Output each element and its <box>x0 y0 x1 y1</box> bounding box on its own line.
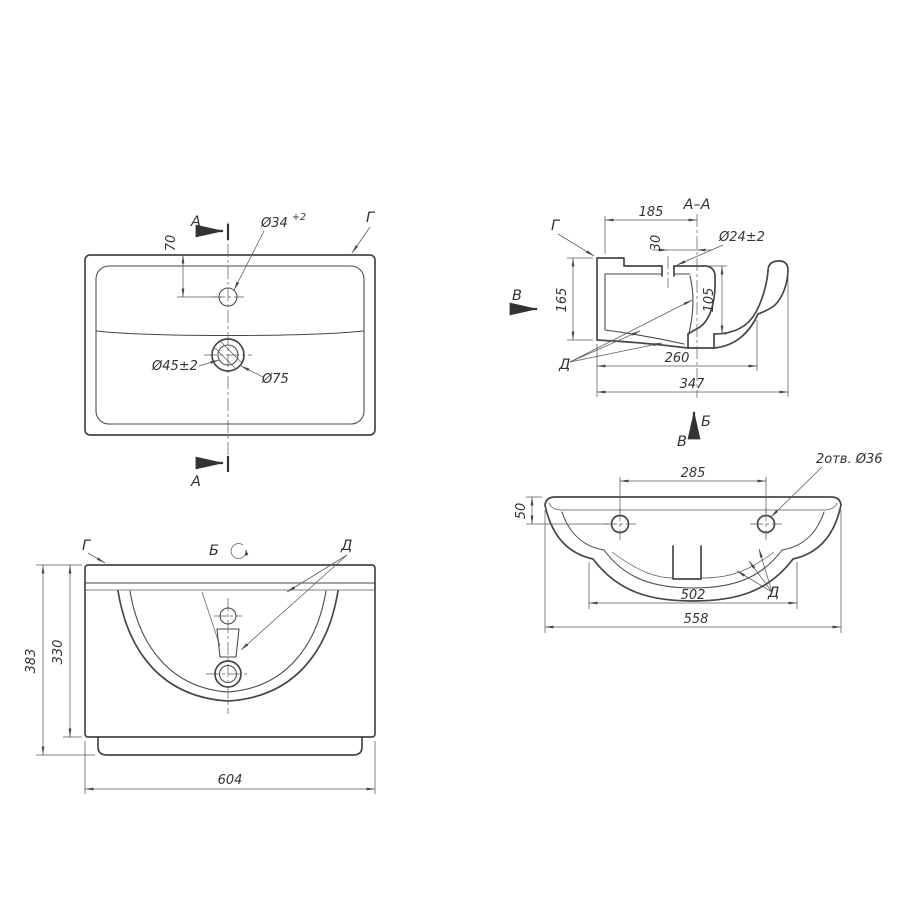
drain-hole <box>211 338 245 372</box>
section-title: А–А <box>682 197 710 213</box>
view-v-marker-label: В <box>512 288 522 304</box>
section-profile <box>596 257 789 349</box>
dim-347-label: 347 <box>680 377 706 392</box>
dim-50-label: 50 <box>514 503 529 520</box>
surface-g-label-plan: Г <box>366 210 376 226</box>
dim-604-label: 604 <box>218 773 243 788</box>
section-mark-a-bottom-label: А <box>190 474 201 490</box>
dim-105-label: 105 <box>702 288 717 313</box>
rotated-view-icon <box>230 543 249 559</box>
bottom-dimensions <box>526 466 842 633</box>
front-view-title: Б <box>209 543 219 559</box>
section-dimensions <box>557 216 789 397</box>
view-b-marker-label: Б <box>701 414 711 430</box>
detail-d-label-front: Д <box>340 538 352 554</box>
section-faucet-dia-label: Ø24±2 <box>718 230 765 245</box>
holes-note-label: 2отв. Ø36 <box>816 452 883 467</box>
mounting-holes <box>604 508 782 540</box>
dim-165-label: 165 <box>555 288 570 313</box>
section-view: А–А 185 30 Ø24±2 105 165 260 347 Г Д В Б <box>509 197 789 440</box>
dim-330-label: 330 <box>51 640 66 665</box>
faucet-dia-tolerance-label: +2 <box>292 212 306 223</box>
dim-285-label: 285 <box>681 466 706 481</box>
plan-outline <box>84 254 376 436</box>
dim-558-label: 558 <box>684 612 709 627</box>
dim-30-label: 30 <box>649 235 664 252</box>
section-cut-marks <box>195 224 230 472</box>
dim-185-label: 185 <box>639 205 664 220</box>
dim-70-label: 70 <box>164 235 179 252</box>
drain-outer-dia-label: Ø75 <box>261 372 289 387</box>
bottom-view-title: В <box>677 434 687 450</box>
dim-383-label: 383 <box>24 649 39 674</box>
plan-view: А А Г 70 Ø34 +2 Ø45±2 Ø75 <box>84 210 376 490</box>
front-outline <box>84 564 376 756</box>
detail-d-label-section: Д <box>558 357 570 373</box>
dim-260-label: 260 <box>665 351 690 366</box>
detail-d-label-bottom: Д <box>767 585 779 601</box>
drain-inner-dia-label: Ø45±2 <box>151 359 198 374</box>
surface-g-label-section: Г <box>551 218 561 234</box>
section-mark-a-top-label: А <box>190 214 201 230</box>
front-centerlines <box>206 598 250 714</box>
surface-g-label-front: Г <box>82 538 92 554</box>
dim-502-label: 502 <box>681 588 706 603</box>
bottom-outline <box>544 496 842 602</box>
view-direction-marks <box>509 302 701 440</box>
bottom-view: В 2отв. Ø36 285 50 502 558 Д <box>514 434 883 633</box>
plan-dimensions <box>177 226 371 378</box>
faucet-dia-label: Ø34 <box>260 216 288 231</box>
front-dimensions <box>36 552 376 794</box>
front-view: Б Г Д 383 330 604 <box>24 538 376 794</box>
section-centerlines <box>667 214 698 398</box>
